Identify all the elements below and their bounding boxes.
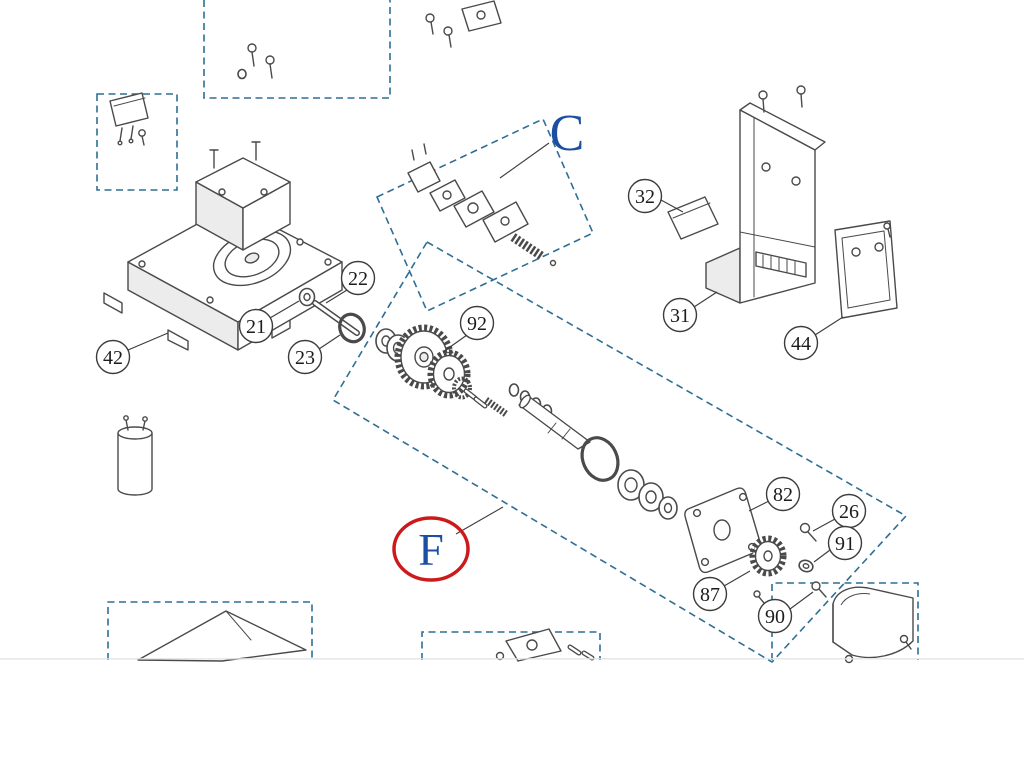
top-small-parts [425, 0, 502, 48]
main-housing [103, 141, 343, 351]
callout-92: 92 [459, 305, 495, 341]
svg-text:90: 90 [765, 606, 785, 628]
section-label-f-highlighted: F [392, 516, 470, 582]
capacitor [117, 415, 153, 496]
red-highlight-circle [392, 516, 470, 582]
callout-87: 87 [692, 576, 728, 612]
small-screw-below-flange [753, 590, 765, 604]
svg-text:26: 26 [839, 501, 859, 523]
group-box-bottomcenter [421, 631, 601, 660]
section-label-f: F [418, 524, 444, 575]
svg-text:23: 23 [295, 347, 315, 369]
callout-90: 90 [757, 598, 793, 634]
leader-lines [127, 142, 844, 610]
flange-plate-82 [684, 487, 762, 574]
svg-text:22: 22 [348, 268, 368, 290]
svg-text:42: 42 [103, 347, 123, 369]
cover-plate-44 [834, 220, 898, 319]
group-box-c [375, 117, 595, 313]
group-box-f [331, 240, 908, 664]
oring-23 [338, 312, 366, 344]
callout-91: 91 [827, 525, 863, 561]
screw-26 [799, 522, 817, 542]
small-bracket-topleft [109, 92, 149, 146]
callout-44: 44 [783, 325, 819, 361]
svg-text:32: 32 [635, 186, 655, 208]
bottom-lid [137, 610, 307, 662]
callout-23: 23 [287, 339, 323, 375]
scan-edge-line [0, 658, 1024, 660]
svg-text:44: 44 [791, 333, 811, 355]
screw-90 [811, 581, 827, 598]
section-label-c: C [550, 105, 585, 162]
drive-shaft-assembly [375, 324, 678, 520]
output-shaft [518, 397, 591, 450]
mount-bracket-31 [705, 85, 826, 304]
pin-22 [312, 300, 360, 336]
callout-26: 26 [831, 493, 867, 529]
svg-text:82: 82 [773, 484, 793, 506]
callout-32: 32 [627, 178, 663, 214]
svg-text:91: 91 [835, 533, 855, 555]
svg-text:21: 21 [246, 316, 266, 338]
pinion-gear-87 [749, 535, 787, 577]
callout-21: 21 [238, 308, 274, 344]
washer-91 [798, 559, 814, 573]
svg-text:92: 92 [467, 313, 487, 335]
svg-text:31: 31 [670, 305, 690, 327]
svg-text:87: 87 [700, 584, 720, 606]
end-cover [832, 586, 914, 664]
large-oring [580, 436, 620, 482]
group-box-bottomleft [107, 601, 313, 660]
bottom-small-parts [495, 628, 595, 662]
callout-82: 82 [765, 476, 801, 512]
bracket-plate-32 [667, 196, 719, 240]
washer-21 [298, 287, 316, 307]
callout-22: 22 [340, 260, 376, 296]
callout-42: 42 [95, 339, 131, 375]
release-kit-parts-c [407, 143, 557, 267]
group-box-topcenter [203, 0, 391, 99]
fasteners-top [237, 43, 275, 80]
callout-31: 31 [662, 297, 698, 333]
